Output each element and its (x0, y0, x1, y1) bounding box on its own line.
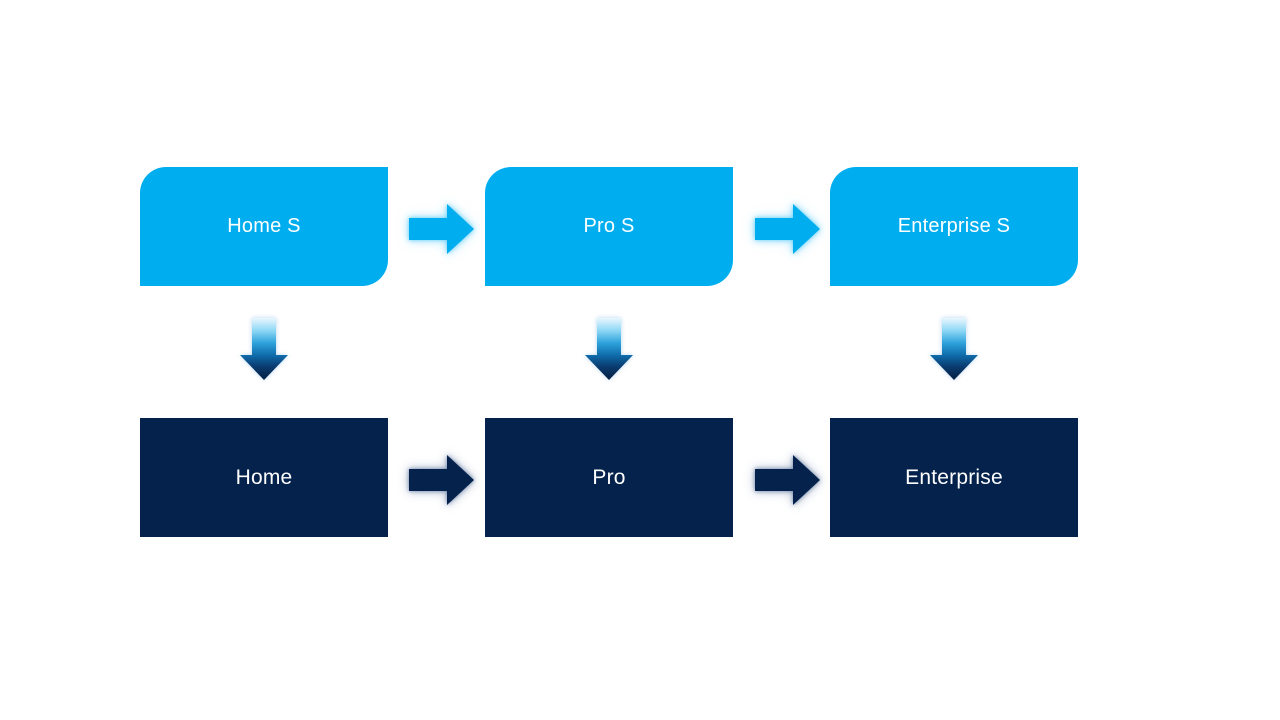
node-label: Pro (592, 465, 626, 489)
node-home: Home (140, 418, 388, 537)
node-label: Home S (227, 215, 301, 237)
node-label: Enterprise S (897, 215, 1011, 237)
node-enterprise-s: Enterprise S (830, 167, 1078, 286)
flow-arrow-right-icon (409, 455, 474, 505)
flow-arrow-right-icon (409, 204, 474, 254)
flow-arrow-down-icon (240, 318, 288, 380)
node-enterprise: Enterprise (830, 418, 1078, 537)
node-pro-s: Pro S (485, 167, 733, 286)
flow-arrow-right-icon (755, 455, 820, 505)
flow-arrow-down-icon (585, 318, 633, 380)
node-label: Home (235, 465, 293, 489)
node-label: Enterprise (905, 465, 1003, 489)
node-home-s: Home S (140, 167, 388, 286)
flow-arrow-right-icon (755, 204, 820, 254)
node-pro: Pro (485, 418, 733, 537)
flow-arrow-down-icon (930, 318, 978, 380)
node-label: Pro S (583, 215, 635, 237)
